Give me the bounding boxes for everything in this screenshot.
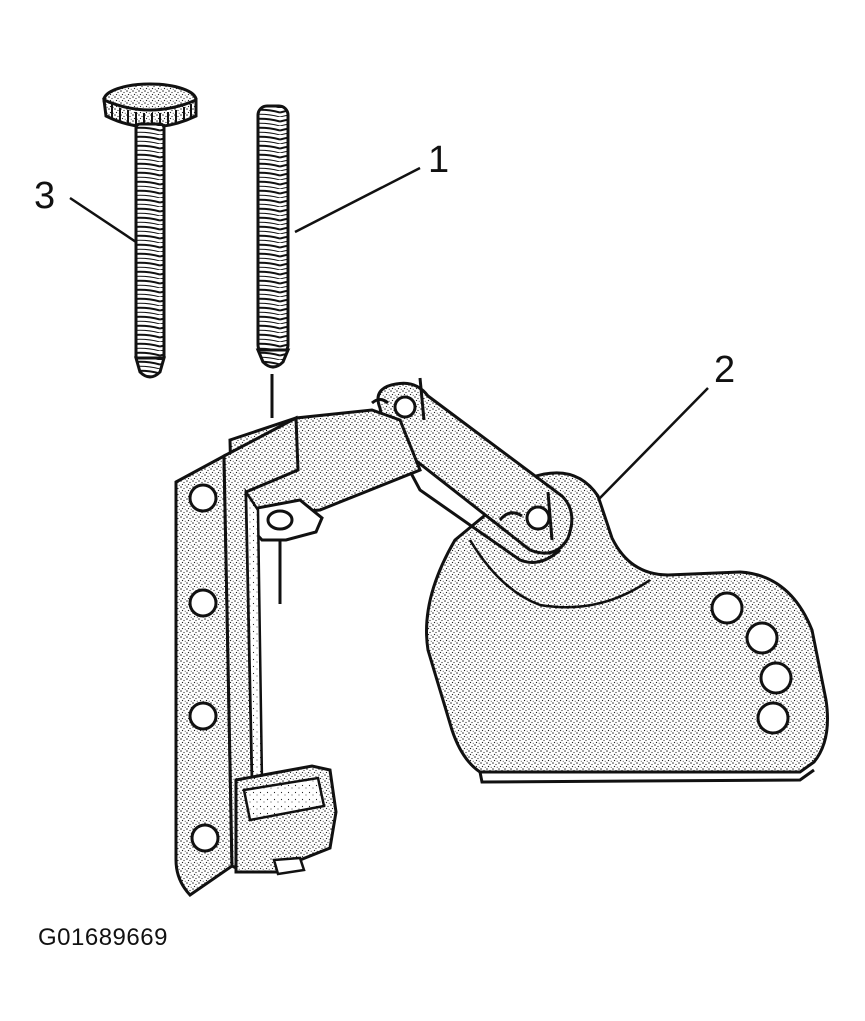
leader-2 [597,387,709,501]
bracket-side-plate [174,453,234,897]
bracket-arm-hole [266,509,294,531]
figure-id-label: G01689669 [38,924,168,951]
hinge-plate-part-2 [425,471,829,784]
thumb-screw-shank [134,122,166,362]
bracket-hook-foot [272,856,306,876]
thumb-screw-tip [134,356,166,379]
bracket-side-holes [188,483,220,853]
hinge-plate-edge [478,768,815,784]
stud-screw-tip [255,348,291,369]
stud-screw-shank [256,104,290,356]
pivot-pin-lower [498,491,554,541]
link-arm-edge [394,444,562,564]
leader-3 [69,196,137,244]
leader-1 [294,166,421,234]
callout-label-2: 2 [714,349,735,391]
callout-leaders [69,166,709,501]
bracket-hook-lip [242,776,326,822]
callout-label-1: 1 [428,139,449,181]
hinge-link-arm [371,377,574,564]
hinge-bracket [174,408,422,897]
stud-screw-part-1 [255,104,291,369]
hinge-plate-ridge [468,539,651,609]
hinge-plate-holes [710,591,793,735]
callout-label-3: 3 [34,175,55,217]
thumb-screw-part-3 [102,82,198,379]
pivot-pin-upper [371,377,426,421]
